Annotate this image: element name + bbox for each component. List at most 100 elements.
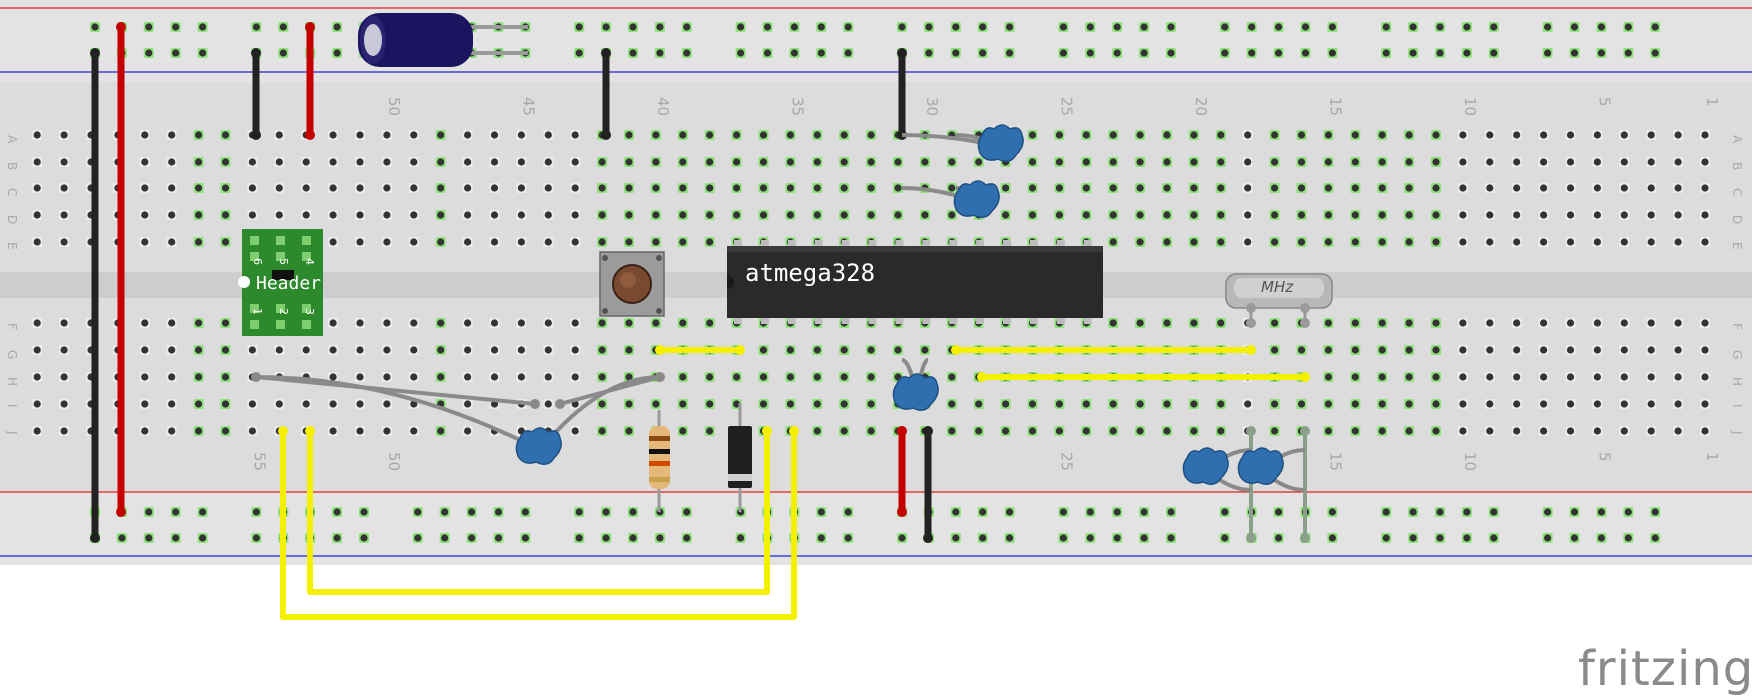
hole[interactable] <box>1647 373 1655 381</box>
hole[interactable] <box>141 319 149 327</box>
hole[interactable] <box>141 211 149 219</box>
hole[interactable] <box>383 373 391 381</box>
hole[interactable] <box>1378 158 1386 166</box>
hole[interactable] <box>652 131 660 139</box>
hole[interactable] <box>598 427 606 435</box>
hole[interactable] <box>1701 319 1709 327</box>
hole[interactable] <box>383 346 391 354</box>
rail-hole[interactable] <box>199 49 207 57</box>
hole[interactable] <box>383 131 391 139</box>
hole[interactable] <box>329 400 337 408</box>
rail-hole[interactable] <box>844 534 852 542</box>
hole[interactable] <box>652 184 660 192</box>
hole[interactable] <box>759 400 768 408</box>
hole[interactable] <box>302 211 310 219</box>
hole[interactable] <box>1109 238 1117 246</box>
hole[interactable] <box>1271 238 1279 246</box>
hole[interactable] <box>1513 346 1521 354</box>
rail-hole[interactable] <box>1140 23 1148 31</box>
hole[interactable] <box>464 400 472 408</box>
hole[interactable] <box>195 373 203 381</box>
hole[interactable] <box>490 131 499 139</box>
rail-hole[interactable] <box>145 49 153 57</box>
hole[interactable] <box>1136 158 1144 166</box>
hole[interactable] <box>625 427 633 435</box>
hole[interactable] <box>517 158 526 166</box>
hole[interactable] <box>437 211 445 219</box>
rail-hole[interactable] <box>1006 508 1014 516</box>
hole[interactable] <box>383 211 391 219</box>
rail-hole[interactable] <box>844 23 852 31</box>
hole[interactable] <box>1271 158 1279 166</box>
hole[interactable] <box>706 184 714 192</box>
hole[interactable] <box>1459 131 1467 139</box>
hole[interactable] <box>1647 158 1655 166</box>
hole[interactable] <box>437 373 445 381</box>
rail-hole[interactable] <box>333 508 341 516</box>
hole[interactable] <box>1190 211 1198 219</box>
hole[interactable] <box>275 184 283 192</box>
pushbutton[interactable] <box>599 251 665 317</box>
hole[interactable] <box>1620 131 1628 139</box>
hole[interactable] <box>1351 400 1359 408</box>
hole[interactable] <box>706 400 714 408</box>
hole[interactable] <box>1405 400 1413 408</box>
hole[interactable] <box>1566 211 1575 219</box>
hole[interactable] <box>571 319 579 327</box>
hole[interactable] <box>1486 131 1494 139</box>
hole[interactable] <box>464 238 472 246</box>
hole[interactable] <box>1647 400 1655 408</box>
rail-hole[interactable] <box>1086 508 1094 516</box>
rail-hole[interactable] <box>952 23 960 31</box>
hole[interactable] <box>1647 211 1655 219</box>
hole[interactable] <box>544 131 552 139</box>
hole[interactable] <box>1055 400 1063 408</box>
hole[interactable] <box>1297 238 1306 246</box>
hole[interactable] <box>1405 346 1413 354</box>
rail-hole[interactable] <box>1221 49 1229 57</box>
rail-hole[interactable] <box>1301 23 1310 31</box>
hole[interactable] <box>1620 238 1628 246</box>
hole[interactable] <box>1271 400 1279 408</box>
hole[interactable] <box>1540 158 1548 166</box>
hole[interactable] <box>168 346 176 354</box>
hole[interactable] <box>921 211 929 219</box>
rail-hole[interactable] <box>817 23 825 31</box>
hole[interactable] <box>329 427 337 435</box>
hole[interactable] <box>1082 427 1090 435</box>
hole[interactable] <box>1324 400 1332 408</box>
hole[interactable] <box>1540 427 1548 435</box>
hole[interactable] <box>1163 319 1171 327</box>
hole[interactable] <box>383 400 391 408</box>
hole[interactable] <box>1620 427 1628 435</box>
hole[interactable] <box>195 319 203 327</box>
hole[interactable] <box>1432 427 1440 435</box>
ceramic-capacitor[interactable] <box>892 373 939 411</box>
hole[interactable] <box>1459 400 1467 408</box>
hole[interactable] <box>221 373 230 381</box>
hole[interactable] <box>571 238 579 246</box>
hole[interactable] <box>625 346 633 354</box>
hole[interactable] <box>679 211 687 219</box>
rail-hole[interactable] <box>1624 23 1632 31</box>
hole[interactable] <box>410 238 418 246</box>
rail-hole[interactable] <box>1490 508 1498 516</box>
hole[interactable] <box>1271 346 1279 354</box>
hole[interactable] <box>1486 184 1494 192</box>
hole[interactable] <box>1136 427 1144 435</box>
hole[interactable] <box>60 373 68 381</box>
rail-hole[interactable] <box>1597 23 1605 31</box>
rail-hole[interactable] <box>629 534 637 542</box>
hole[interactable] <box>598 373 606 381</box>
hole[interactable] <box>706 211 714 219</box>
hole[interactable] <box>383 238 391 246</box>
hole[interactable] <box>1432 400 1440 408</box>
hole[interactable] <box>141 131 149 139</box>
hole[interactable] <box>1217 211 1225 219</box>
hole[interactable] <box>759 184 768 192</box>
hole[interactable] <box>1566 238 1575 246</box>
hole[interactable] <box>1163 211 1171 219</box>
hole[interactable] <box>679 184 687 192</box>
hole[interactable] <box>1566 400 1575 408</box>
hole[interactable] <box>33 184 41 192</box>
